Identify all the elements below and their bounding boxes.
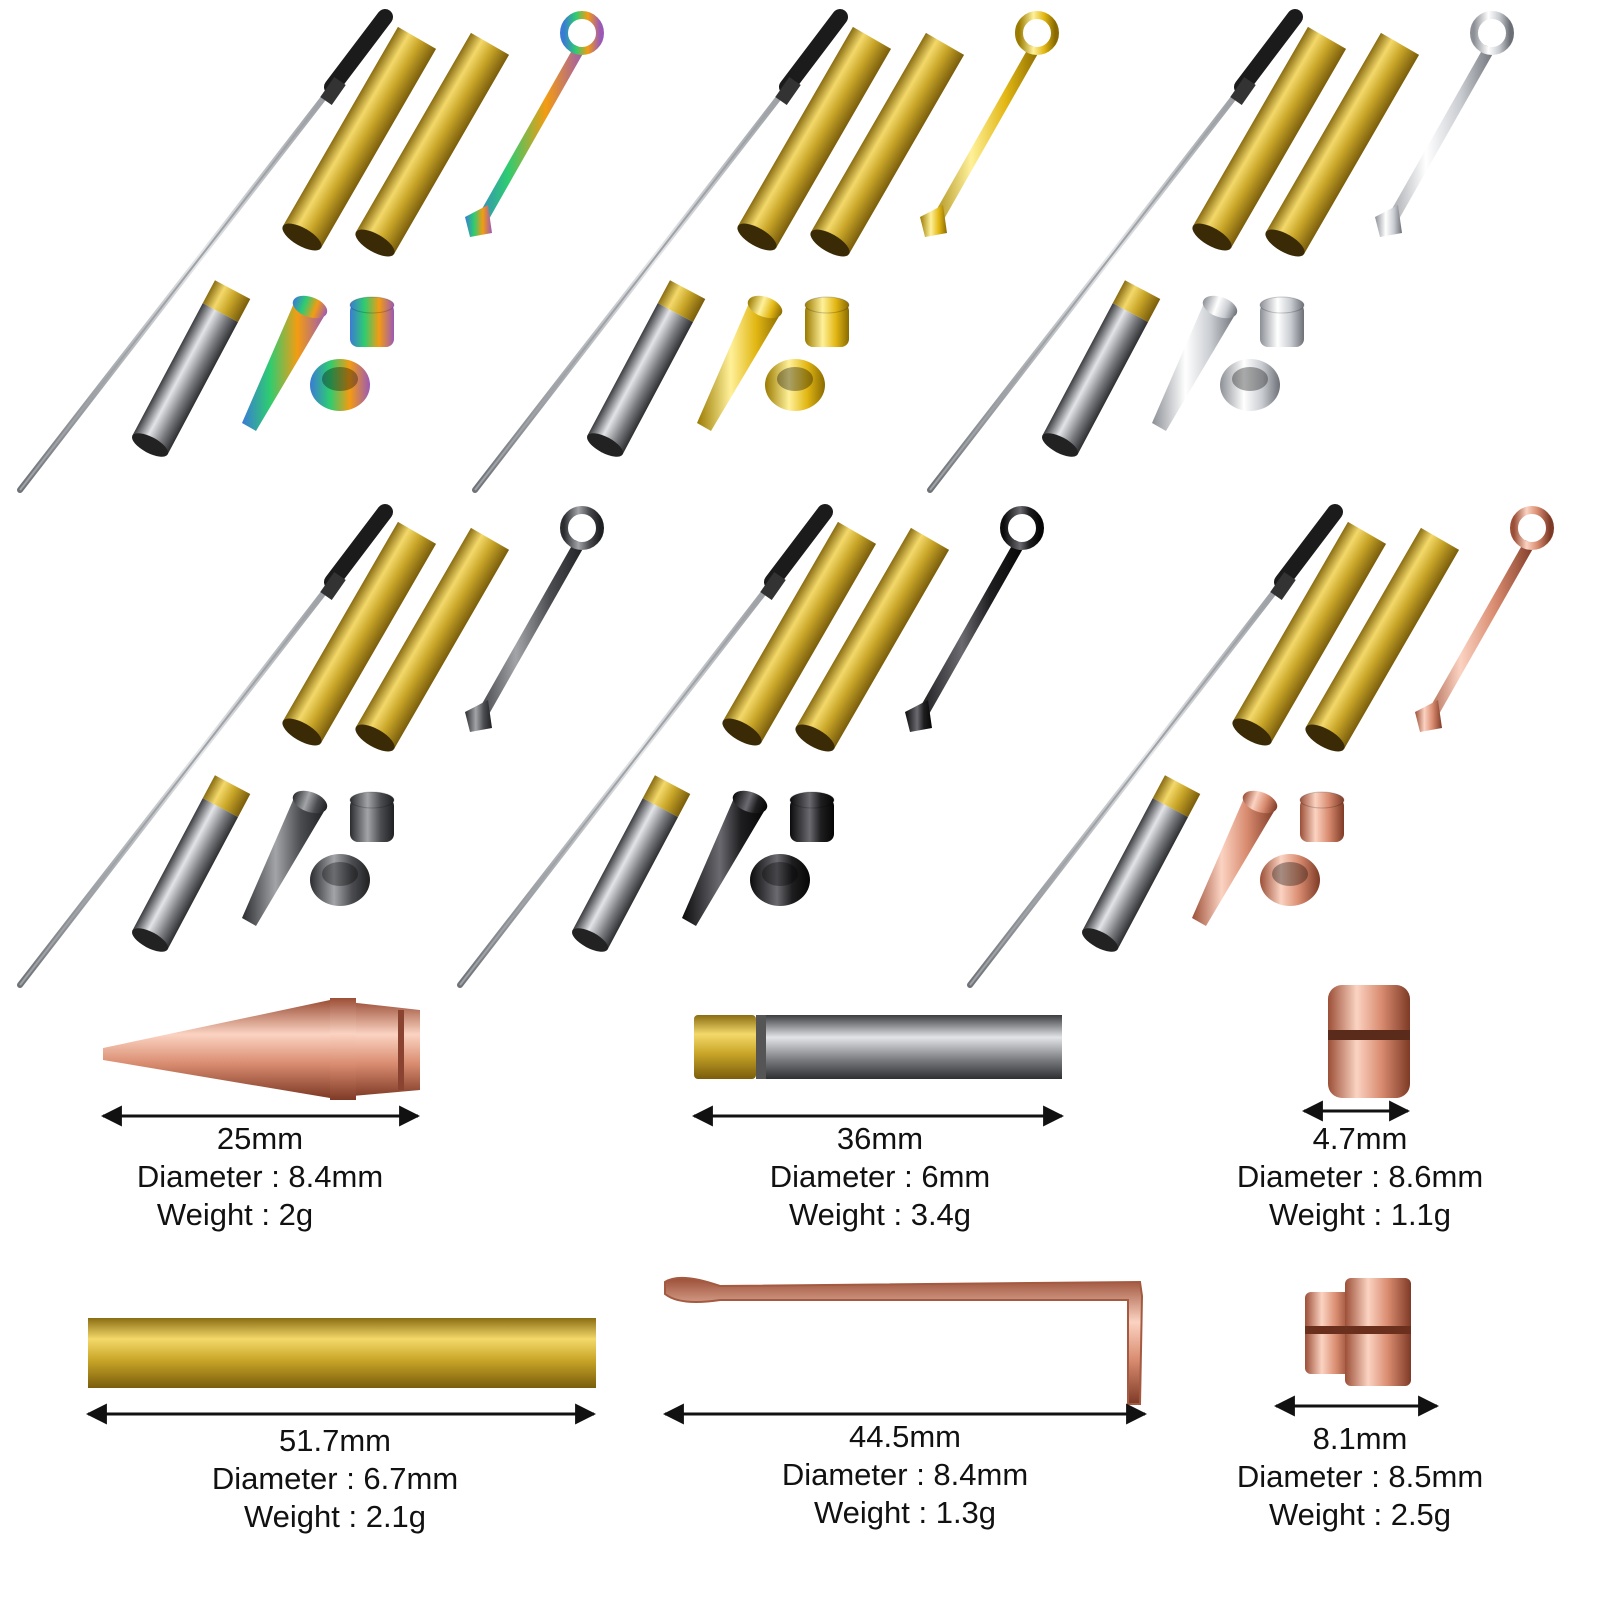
inner-tube [583, 280, 706, 462]
center-ring [310, 854, 370, 906]
end-cap [349, 791, 395, 842]
nib-cone-detail [103, 998, 420, 1100]
end-cap-weight: Weight : 2.5g [1268, 1497, 1452, 1532]
nib-cone [1192, 790, 1278, 926]
brass-tube-weight: Weight : 2.1g [243, 1499, 427, 1534]
pocket-clip-length: 44.5mm [849, 1419, 961, 1454]
end-cap [1299, 791, 1345, 842]
end-cap [349, 296, 395, 347]
nib-cone-spec: 25mm Diameter : 8.4mm Weight : 2g [110, 1120, 410, 1234]
inner-tube [1078, 775, 1201, 957]
pen-kit-chrome [930, 11, 1514, 490]
pen-kit-dark-gunmetal [20, 506, 604, 985]
center-ring [765, 359, 825, 411]
pocket-clip [1415, 506, 1554, 732]
inner-tube-diameter: Diameter : 6mm [769, 1159, 991, 1194]
pen-kit-gold [475, 11, 1059, 490]
center-ring-weight: Weight : 1.1g [1268, 1197, 1452, 1232]
inner-tube [128, 775, 251, 957]
center-ring [310, 359, 370, 411]
pen-kit-rose-gold [970, 506, 1554, 985]
pen-kit-black [460, 506, 1044, 985]
pocket-clip [905, 506, 1044, 732]
pen-kit-grid [20, 11, 1554, 985]
center-ring [1260, 854, 1320, 906]
inner-tube-length: 36mm [836, 1121, 924, 1156]
center-ring [750, 854, 810, 906]
pocket-clip-spec: 44.5mm Diameter : 8.4mm Weight : 1.3g [745, 1418, 1065, 1532]
nib-cone [697, 295, 783, 431]
pocket-clip [920, 11, 1059, 237]
pocket-clip-detail [664, 1276, 1144, 1405]
ink-refill [970, 512, 1335, 985]
brass-tube-detail [88, 1318, 596, 1388]
center-ring-length: 4.7mm [1312, 1121, 1408, 1156]
ink-refill [20, 512, 385, 985]
center-ring [1220, 359, 1280, 411]
pen-kit-rainbow [20, 11, 604, 490]
end-cap-spec: 8.1mm Diameter : 8.5mm Weight : 2.5g [1200, 1420, 1520, 1534]
brass-tube-spec: 51.7mm Diameter : 6.7mm Weight : 2.1g [175, 1422, 495, 1536]
pocket-clip [465, 506, 604, 732]
nib-cone [682, 790, 768, 926]
nib-cone-length: 25mm [216, 1121, 304, 1156]
center-ring-diameter: Diameter : 8.6mm [1236, 1159, 1484, 1194]
brass-tube-length: 51.7mm [279, 1423, 391, 1458]
ink-refill [460, 512, 825, 985]
end-cap-detail [1305, 1278, 1411, 1386]
center-ring-detail [1328, 985, 1410, 1098]
end-cap [1259, 296, 1305, 347]
nib-cone-weight: Weight : 2g [156, 1197, 314, 1232]
ink-refill [475, 17, 840, 490]
inner-tube-spec: 36mm Diameter : 6mm Weight : 3.4g [730, 1120, 1030, 1234]
center-ring-spec: 4.7mm Diameter : 8.6mm Weight : 1.1g [1210, 1120, 1510, 1234]
pocket-clip [465, 11, 604, 237]
nib-cone [242, 790, 328, 926]
pocket-clip [1375, 11, 1514, 237]
end-cap [789, 791, 835, 842]
inner-tube [128, 280, 251, 462]
inner-tube-weight: Weight : 3.4g [788, 1197, 972, 1232]
inner-tube [568, 775, 691, 957]
nib-cone [242, 295, 328, 431]
end-cap [804, 296, 850, 347]
nib-cone-diameter: Diameter : 8.4mm [136, 1159, 384, 1194]
pocket-clip-diameter: Diameter : 8.4mm [781, 1457, 1029, 1492]
inner-tube [1038, 280, 1161, 462]
inner-tube-detail [694, 1015, 1062, 1079]
end-cap-length: 8.1mm [1312, 1421, 1408, 1456]
nib-cone [1152, 295, 1238, 431]
ink-refill [20, 17, 385, 490]
end-cap-diameter: Diameter : 8.5mm [1236, 1459, 1484, 1494]
ink-refill [930, 17, 1295, 490]
pocket-clip-weight: Weight : 1.3g [813, 1495, 997, 1530]
brass-tube-diameter: Diameter : 6.7mm [211, 1461, 459, 1496]
